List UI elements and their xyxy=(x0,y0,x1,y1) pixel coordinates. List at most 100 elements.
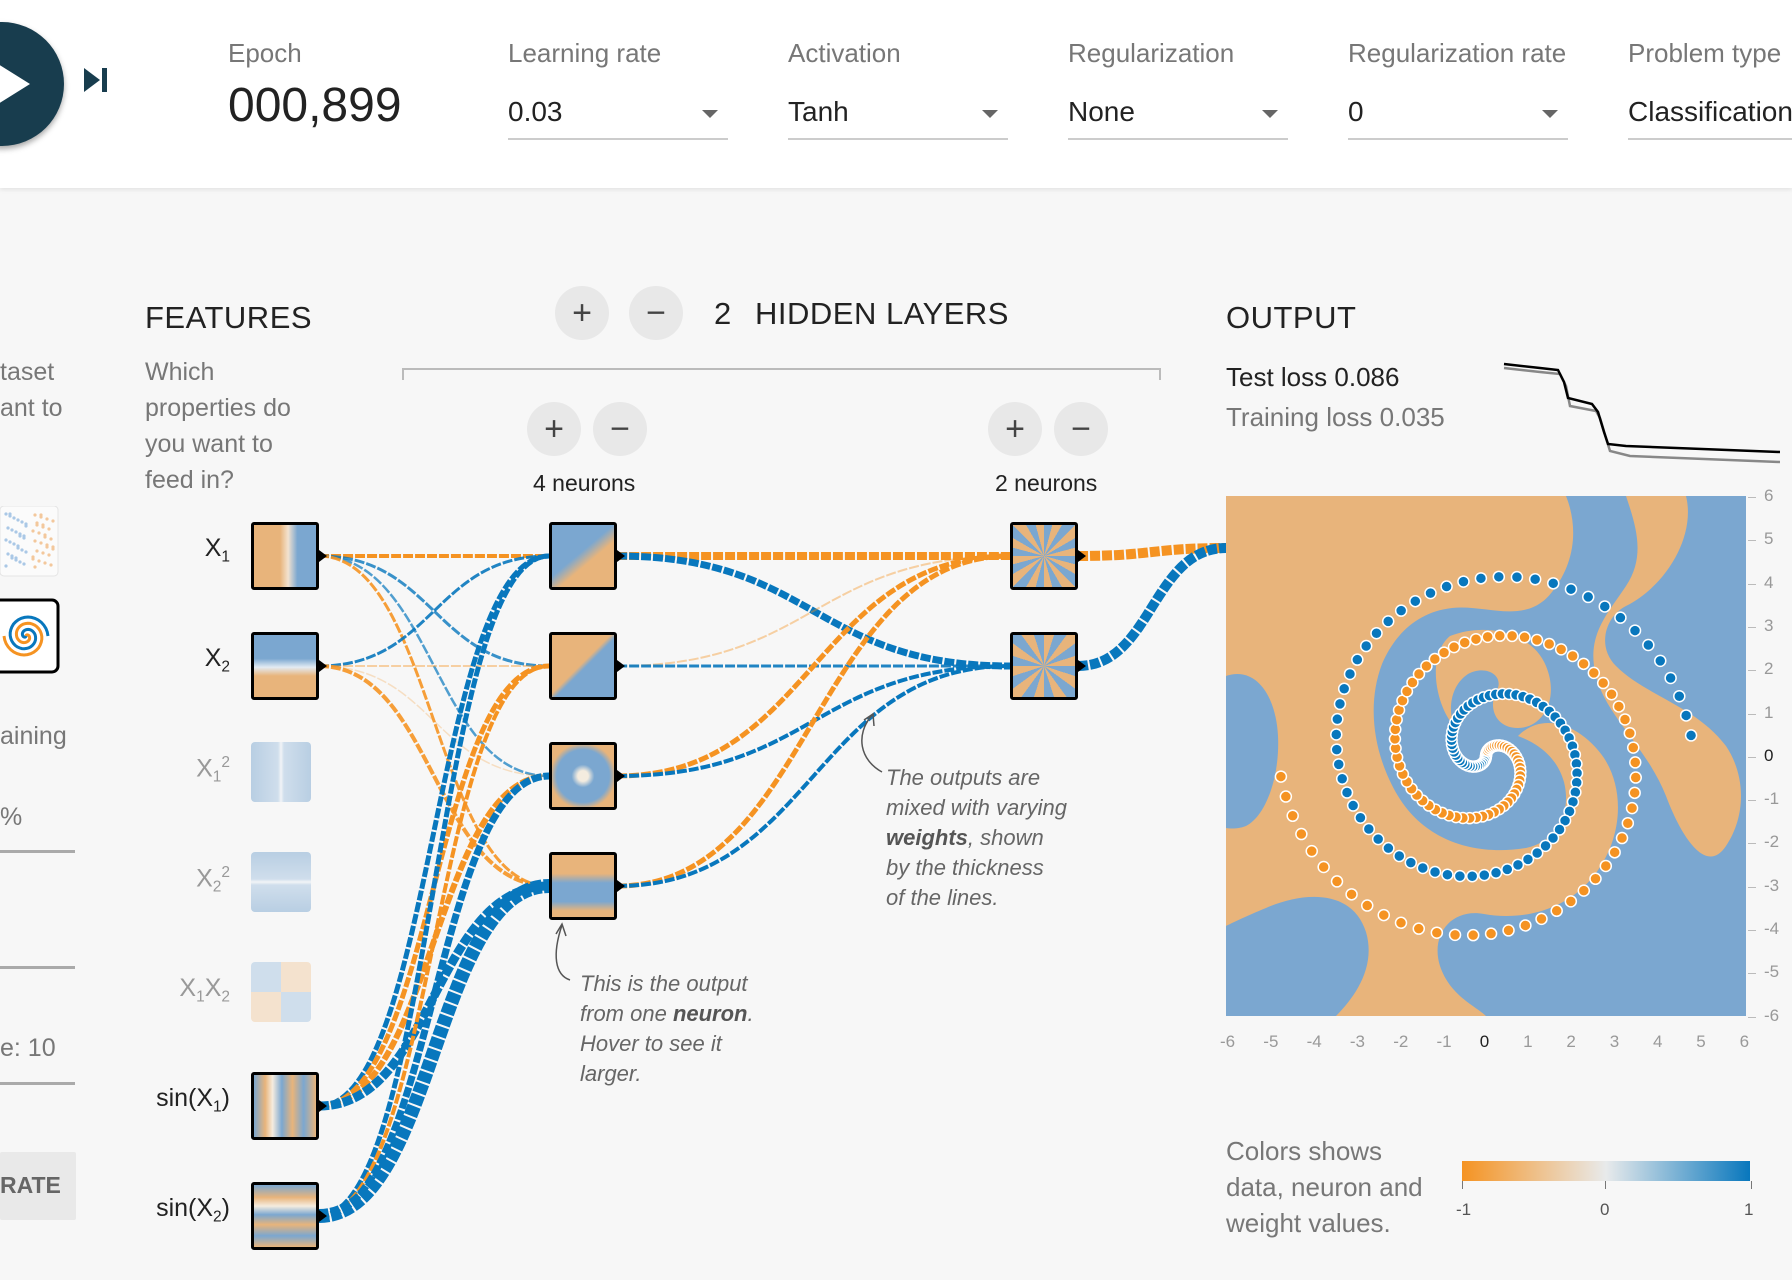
feature-label-sin-x2: sin(X2) xyxy=(156,1194,230,1226)
feature-x2[interactable] xyxy=(251,632,319,700)
orange-region-right xyxy=(1593,496,1741,857)
remove-neuron-layer2-button[interactable]: − xyxy=(1054,402,1108,456)
regenerate-button[interactable]: RATE xyxy=(0,1152,76,1220)
thumbnail-dot xyxy=(6,552,10,556)
weight-link[interactable] xyxy=(318,554,550,888)
thumbnail-dot xyxy=(35,521,39,525)
feature-x2-squared[interactable] xyxy=(251,852,311,912)
x-tick-label: 1 xyxy=(1523,1032,1533,1051)
data-point xyxy=(1564,582,1578,596)
feature-x1x2[interactable] xyxy=(251,962,311,1022)
feature-x1-squared[interactable] xyxy=(251,742,311,802)
data-point xyxy=(1608,846,1621,859)
weight-link[interactable] xyxy=(616,553,1011,889)
weights-annotation-line-4: by the thickness xyxy=(886,855,1044,880)
neuron-1-3[interactable] xyxy=(549,742,617,810)
add-neuron-layer1-button[interactable]: + xyxy=(527,402,581,456)
noise-slider[interactable] xyxy=(0,966,75,969)
data-point xyxy=(1377,908,1391,922)
weight-link[interactable] xyxy=(318,879,550,1223)
feature-label-x1: X1 xyxy=(204,534,230,566)
data-point xyxy=(1362,822,1376,836)
add-neuron-layer2-button[interactable]: + xyxy=(988,402,1042,456)
weight-link[interactable] xyxy=(616,555,1011,667)
neuron-2-1[interactable] xyxy=(1010,522,1078,590)
weight-link[interactable] xyxy=(1077,543,1227,671)
data-point xyxy=(1528,573,1542,586)
step-icon[interactable] xyxy=(80,64,112,96)
data-point xyxy=(1546,831,1560,845)
remove-layer-button[interactable]: − xyxy=(629,286,683,340)
activation-select[interactable]: Tanh xyxy=(788,92,1008,140)
thumbnail-dot xyxy=(12,542,16,546)
data-point xyxy=(1330,728,1343,741)
hidden-layers-heading: HIDDEN LAYERS xyxy=(755,296,1009,331)
data-point xyxy=(1393,849,1406,863)
weight-link[interactable] xyxy=(318,665,550,777)
data-point xyxy=(1612,700,1626,713)
thumbnail-dot xyxy=(39,513,43,517)
neuron-1-1[interactable] xyxy=(549,522,617,590)
data-point xyxy=(1351,653,1364,666)
problem-type-label: Problem type xyxy=(1628,38,1782,68)
dataset-thumbnail-spiral[interactable] xyxy=(0,598,62,676)
x-tick-label: 6 xyxy=(1739,1032,1750,1051)
regularization-select[interactable]: None xyxy=(1068,92,1288,140)
x-tick-label: 0 xyxy=(1479,1032,1490,1051)
neuron-annotation-line-2b: . xyxy=(747,1001,754,1026)
neuron-output-arrow xyxy=(319,1100,327,1112)
problem-type-value: Classification xyxy=(1628,96,1792,127)
thumbnail-dot xyxy=(4,564,8,568)
feature-sin-x1[interactable] xyxy=(251,1072,319,1140)
y-tick-mark xyxy=(1748,973,1756,975)
regularization-rate-select[interactable]: 0 xyxy=(1348,92,1568,140)
test-loss-label: Test loss xyxy=(1226,362,1328,392)
weight-link[interactable] xyxy=(318,664,550,888)
feature-sin-x2[interactable] xyxy=(251,1182,319,1250)
weight-link[interactable] xyxy=(616,553,1011,779)
data-point xyxy=(1428,865,1442,879)
add-layer-button[interactable]: + xyxy=(555,286,609,340)
weight-link[interactable] xyxy=(318,664,550,1218)
learning-rate-value: 0.03 xyxy=(508,96,563,127)
data-point xyxy=(1474,572,1488,585)
problem-type-select[interactable]: Classification xyxy=(1628,92,1792,140)
thumbnail-dot xyxy=(49,563,53,567)
thumbnail-dot xyxy=(18,560,22,564)
neuron-output-arrow xyxy=(319,550,327,562)
training-ratio-slider[interactable] xyxy=(0,850,75,853)
test-loss: Test loss 0.086 xyxy=(1226,362,1399,393)
feature-x1[interactable] xyxy=(251,522,319,590)
data-point xyxy=(1684,729,1698,742)
neuron-output-arrow xyxy=(1078,660,1086,672)
weight-link[interactable] xyxy=(318,554,550,668)
data-point xyxy=(1457,575,1470,588)
remove-neuron-layer1-button[interactable]: − xyxy=(593,402,647,456)
neuron-1-2[interactable] xyxy=(549,632,617,700)
dataset-thumbnail-gaussian[interactable] xyxy=(0,506,60,578)
weight-link[interactable] xyxy=(318,553,550,1109)
batch-size-slider[interactable] xyxy=(0,1082,75,1085)
weight-link[interactable] xyxy=(318,553,550,1219)
data-point xyxy=(1453,869,1467,883)
weights-annotation-line-2: mixed with varying xyxy=(886,795,1067,820)
learning-rate-select[interactable]: 0.03 xyxy=(508,92,728,140)
data-point xyxy=(1437,646,1451,659)
data-point xyxy=(1546,577,1560,590)
thumbnail-dot xyxy=(14,530,18,534)
neuron-2-2[interactable] xyxy=(1010,632,1078,700)
weight-link[interactable] xyxy=(616,664,1011,888)
x-tick-label: -5 xyxy=(1263,1032,1279,1051)
y-tick-mark xyxy=(1748,540,1756,542)
weight-link[interactable] xyxy=(318,554,550,668)
neuron-1-4[interactable] xyxy=(549,852,617,920)
weight-link[interactable] xyxy=(616,552,1011,670)
weight-link[interactable] xyxy=(318,773,550,1109)
activation-value: Tanh xyxy=(788,96,849,127)
color-scale-mid-tick xyxy=(1605,1181,1606,1189)
legend-tick-min: -1 xyxy=(1456,1200,1472,1219)
data-point xyxy=(1404,856,1418,869)
data-point xyxy=(1530,633,1544,647)
weight-link[interactable] xyxy=(318,554,550,778)
y-tick-mark xyxy=(1748,1016,1756,1018)
